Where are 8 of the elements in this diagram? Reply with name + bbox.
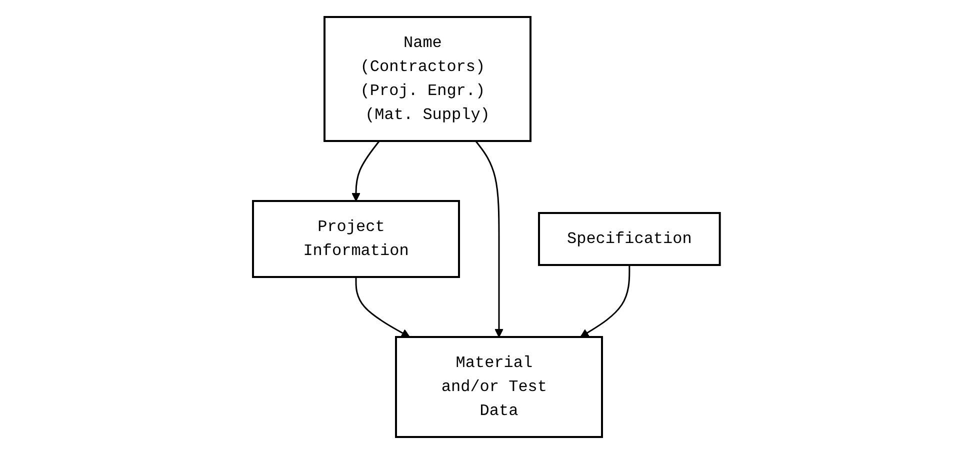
- arrow: [355, 276, 410, 337]
- arrow: [475, 140, 504, 337]
- node-box: Material and/or Test Data: [395, 336, 604, 438]
- arrow: [352, 140, 380, 201]
- arrow: [580, 264, 630, 337]
- node-box: Name (Contractors) (Proj. Engr.) (Mat. Supply): [324, 16, 532, 142]
- node-box: Specification: [538, 212, 721, 266]
- node-box: Project Information: [252, 200, 460, 278]
